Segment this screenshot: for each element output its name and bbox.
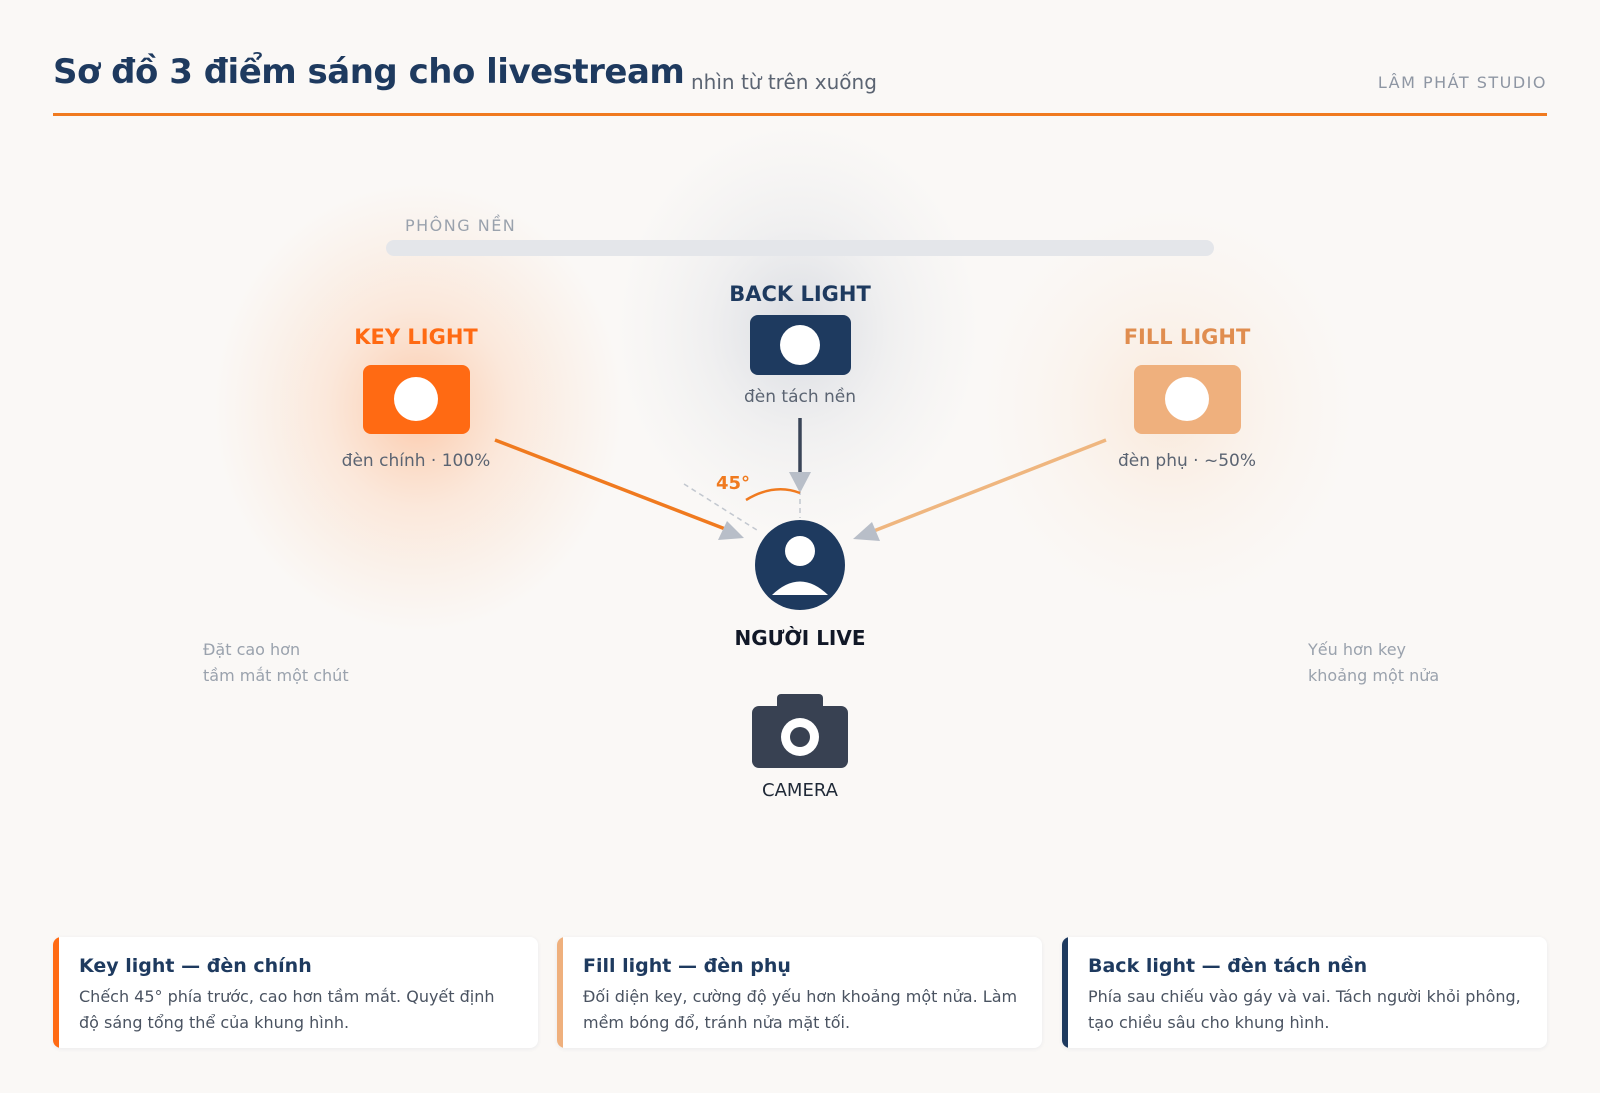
page-subtitle: nhìn từ trên xuống [691,70,877,94]
header-divider [53,113,1547,116]
camera-icon [752,694,848,768]
back-light-arrowhead [789,472,811,493]
card-description: Phía sau chiếu vào gáy và vai. Tách ngườ… [1088,987,1521,1032]
card-description: Đối diện key, cường độ yếu hơn khoảng mộ… [583,987,1018,1032]
page-title: Sơ đồ 3 điểm sáng cho livestream [53,52,685,92]
card-title: Back light — đèn tách nền [1088,955,1368,977]
camera-label: CAMERA [762,780,839,801]
note-right-line-2: khoảng một nửa [1308,666,1439,685]
card-title: Fill light — đèn phụ [583,955,791,977]
card-accent-bar [53,937,59,1048]
subject-label: NGƯỜI LIVE [734,626,865,650]
angle-arc [745,488,801,502]
back-light-caption: đèn tách nền [744,386,856,407]
fill-light-beam [865,438,1107,536]
studio-brand: LÂM PHÁT STUDIO [1377,73,1547,92]
card-fill-light: Fill light — đèn phụ Đối diện key, cường… [557,937,1042,1048]
angle-label: 45° [716,473,750,494]
key-light-bulb-icon [394,377,438,421]
fill-light-title: FILL LIGHT [1124,325,1251,349]
legend-cards: Key light — đèn chính Chếch 45° phía trư… [53,937,1547,1048]
key-light-arrowhead [718,521,744,540]
angle-guide-line [683,483,761,533]
card-back-light: Back light — đèn tách nền Phía sau chiếu… [1062,937,1547,1048]
note-right-line-1: Yếu hơn key [1307,640,1406,659]
key-light-title: KEY LIGHT [354,325,478,349]
card-accent-bar [1062,937,1068,1048]
backdrop-bar [386,240,1214,256]
card-key-light: Key light — đèn chính Chếch 45° phía trư… [53,937,538,1048]
back-light-title: BACK LIGHT [729,282,871,306]
fill-light-bulb-icon [1165,377,1209,421]
page-header: Sơ đồ 3 điểm sáng cho livestream nhìn từ… [53,40,1547,118]
fill-light-caption: đèn phụ · ~50% [1118,451,1256,471]
fill-light-arrowhead [853,522,880,541]
backdrop-label: PHÔNG NỀN [405,214,516,235]
card-description: Chếch 45° phía trước, cao hơn tầm mắt. Q… [79,987,495,1032]
note-left-line-1: Đặt cao hơn [203,640,300,659]
key-light-caption: đèn chính · 100% [342,451,491,471]
key-light-beam [494,438,734,534]
note-left-line-2: tầm mắt một chút [203,666,349,685]
person-icon [755,520,845,610]
back-light-bulb-icon [780,325,820,365]
card-accent-bar [557,937,563,1048]
card-title: Key light — đèn chính [79,955,312,977]
lighting-diagram: PHÔNG NỀN 45° KEY LIGHT đèn chính · 100%… [203,120,1439,801]
